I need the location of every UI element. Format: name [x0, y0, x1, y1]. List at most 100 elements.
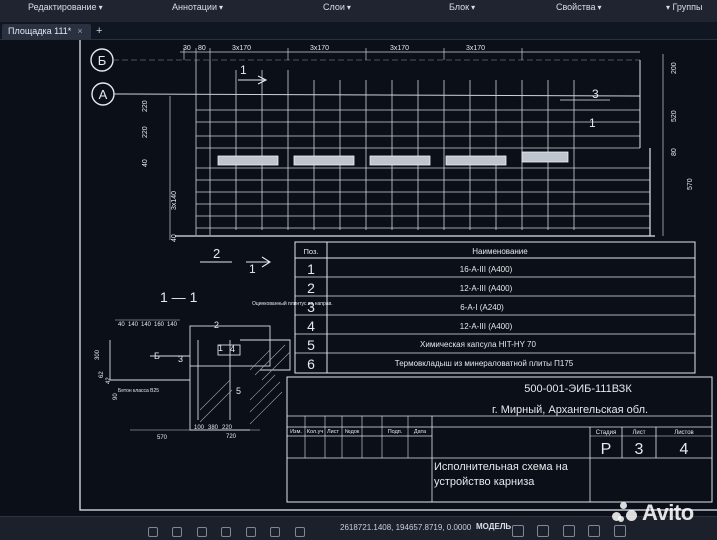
callout-text: 3	[592, 87, 599, 101]
title-col: Кол.уч	[307, 429, 324, 435]
ribbon-panel-block[interactable]: Блок▾	[449, 2, 475, 12]
otrack-icon[interactable]	[270, 526, 281, 537]
document-tab-bar: Площадка 111* × +	[0, 22, 717, 40]
chevron-down-icon: ▾	[346, 3, 351, 12]
close-icon[interactable]: ×	[77, 26, 83, 36]
dynamic-input-icon[interactable]	[562, 524, 575, 537]
title-stage-value: Р	[601, 441, 612, 458]
section-note: Бетон класса В25	[118, 388, 159, 394]
dim-text: 3х170	[310, 45, 329, 52]
dim-text: 80	[671, 148, 678, 156]
title-col: Дата	[414, 429, 427, 435]
ribbon-panel-label: Редактирование	[28, 2, 97, 12]
chevron-down-icon: ▾	[597, 3, 602, 12]
section-title: 1 — 1	[160, 289, 198, 305]
avito-logo-icon	[612, 500, 638, 526]
callout-text: 1	[589, 116, 596, 130]
title-description: Исполнительная схема на устройство карни…	[434, 461, 568, 488]
watermark-text: Avito	[642, 500, 694, 525]
spec-table: Поз. Наименование 1 16-А-III (А400) 2 12…	[294, 241, 696, 374]
dim-text: 62	[99, 371, 105, 378]
spec-col-name: Наименование	[472, 247, 528, 256]
lineweight-icon[interactable]	[294, 526, 305, 537]
spec-pos: 1	[307, 261, 315, 277]
dim-text: 300	[95, 349, 101, 360]
callout-text: 2	[213, 246, 220, 261]
spec-pos: 3	[307, 299, 315, 315]
new-tab-icon[interactable]: +	[96, 25, 103, 37]
dim-text: 160	[154, 322, 165, 328]
annotation-scale-icon[interactable]	[588, 524, 601, 537]
section-mark: 3	[178, 354, 183, 364]
dim-text: 90	[113, 393, 119, 400]
spec-name: Химическая капсула HIT-HY 70	[420, 340, 536, 349]
dim-text: 3х170	[390, 45, 409, 52]
watermark: Avito	[612, 496, 712, 530]
title-col: №док	[345, 429, 360, 435]
status-bar: 2618721.1408, 194657.8719, 0.0000 МОДЕЛЬ	[0, 516, 717, 540]
dim-text: 100	[194, 425, 205, 431]
dim-text: 570	[687, 178, 694, 190]
title-description-wrap: Исполнительная схема на устройство карни…	[434, 461, 568, 488]
ribbon-panel-groups[interactable]: ▾ Группы	[664, 2, 703, 12]
ribbon-panel-editing[interactable]: Редактирование▾	[28, 2, 103, 12]
spec-pos: 5	[307, 337, 315, 353]
spec-pos: 6	[307, 356, 315, 372]
ribbon-panel-label: Аннотации	[172, 2, 217, 12]
drawing-canvas[interactable]: Б А 30 80 3х170 3х170 3х170 3х170	[0, 40, 717, 516]
dim-text: 220	[222, 425, 233, 431]
section-note: Оцинкованный плинтус по направ.	[252, 300, 333, 307]
spec-col-pos: Поз.	[304, 247, 319, 256]
section-mark: 2	[214, 320, 219, 330]
ortho-icon[interactable]	[196, 526, 207, 537]
section-mark: Б	[154, 351, 160, 361]
dim-text: 570	[157, 435, 168, 441]
ribbon-panel-label: Группы	[672, 2, 703, 12]
dim-text: 42	[106, 377, 112, 384]
spec-name: 6-А-I (А240)	[460, 303, 504, 312]
spec-name: 12-А-III (А400)	[460, 322, 513, 331]
dim-text: 30	[183, 45, 191, 52]
chevron-down-icon: ▾	[666, 3, 671, 12]
title-sheet-value: 3	[635, 441, 644, 458]
osnap-icon[interactable]	[245, 526, 256, 537]
polar-icon[interactable]	[221, 526, 232, 537]
axis-label-a: А	[99, 87, 108, 102]
axis-label-b: Б	[98, 53, 107, 68]
title-col: Подп.	[388, 429, 403, 435]
ribbon-panel-layers[interactable]: Слои▾	[323, 2, 351, 12]
spec-pos: 2	[307, 280, 315, 296]
model-space-button[interactable]: МОДЕЛЬ	[476, 522, 512, 531]
dim-text: 140	[128, 322, 139, 328]
title-block: 500-001-ЭИБ-111ВЗК г. Мирный, Архангельс…	[286, 376, 713, 503]
snap-icon[interactable]	[172, 526, 183, 537]
layout-icon[interactable]	[148, 526, 158, 537]
tab-label: Площадка 111*	[8, 26, 72, 36]
dim-text: 720	[226, 434, 237, 440]
ribbon-bar: Редактирование▾ Аннотации▾ Слои▾ Блок▾ С…	[0, 0, 717, 23]
dim-text: 200	[671, 62, 678, 74]
dim-text: 3х170	[232, 45, 251, 52]
status-left-tools	[148, 523, 315, 540]
dim-text: 40	[142, 159, 149, 167]
sheet-frame	[79, 40, 717, 511]
dim-text: 40	[171, 234, 178, 242]
ribbon-panel-properties[interactable]: Свойства▾	[556, 2, 602, 12]
ribbon-panel-label: Блок	[449, 2, 470, 12]
status-right-tools	[512, 522, 635, 537]
chevron-down-icon: ▾	[471, 3, 476, 12]
title-col: Лист	[327, 429, 339, 435]
dim-text: 40	[118, 322, 125, 328]
ribbon-panel-annotations[interactable]: Аннотации▾	[172, 2, 223, 12]
tab-area-111[interactable]: Площадка 111* ×	[2, 24, 91, 39]
workspace-icon[interactable]	[613, 524, 626, 537]
section-mark: 4	[230, 344, 235, 354]
section-mark: 1	[218, 343, 223, 353]
grid-icon[interactable]	[512, 524, 524, 537]
dim-text: 80	[198, 45, 206, 52]
snap-mode-icon[interactable]	[537, 524, 550, 537]
title-sheet-label: Лист	[632, 430, 645, 436]
dim-text: 220	[142, 100, 149, 112]
spec-name: 12-А-III (А400)	[460, 284, 513, 293]
thermal-inserts	[217, 151, 569, 166]
